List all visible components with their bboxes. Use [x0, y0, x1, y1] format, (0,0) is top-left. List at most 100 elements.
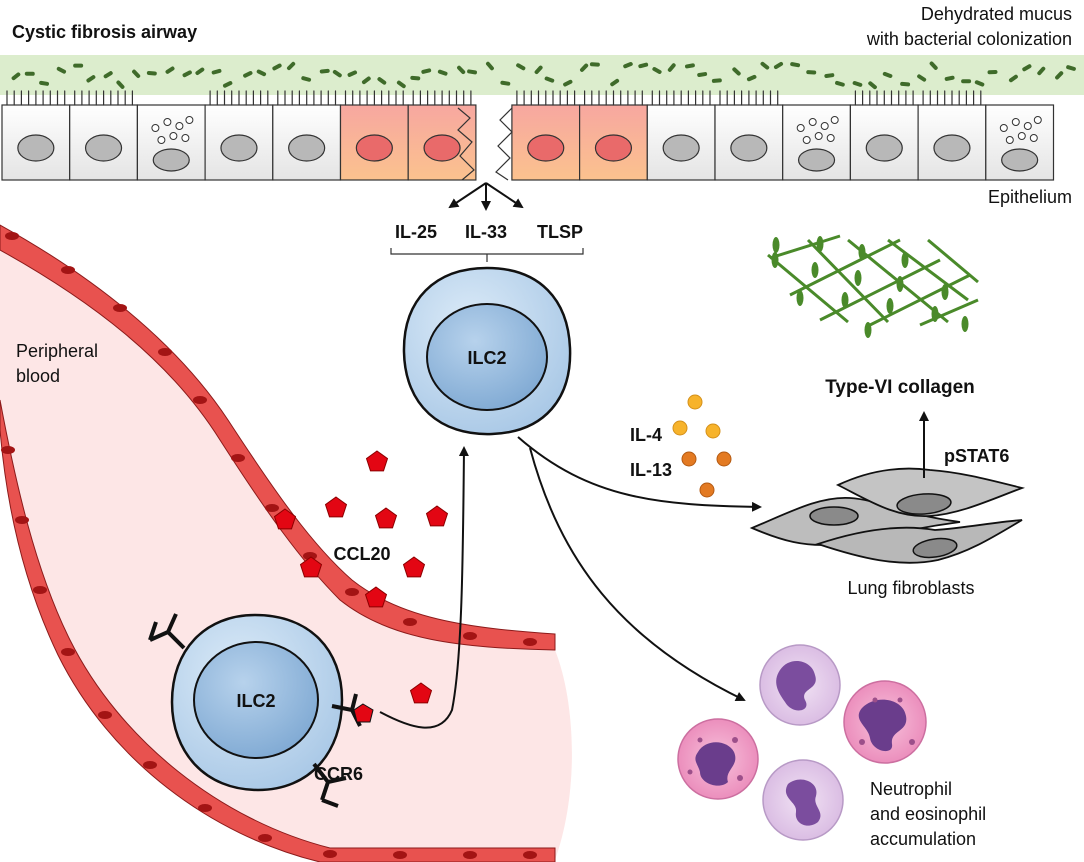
bacterium-icon — [589, 62, 600, 67]
il33-label: IL-33 — [465, 222, 507, 242]
collagen-label: Type-VI collagen — [825, 377, 975, 398]
endothelial-nucleus — [5, 232, 19, 240]
endothelial-nucleus — [231, 454, 245, 462]
endothelial-nucleus — [393, 851, 407, 859]
endothelial-nucleus — [143, 761, 157, 769]
fibroblast-group — [749, 467, 1026, 564]
il25-label: IL-25 — [395, 222, 437, 242]
bacterium-icon — [332, 69, 342, 78]
il13-label: IL-13 — [630, 460, 672, 480]
bacterium-icon — [652, 67, 662, 74]
endothelial-nucleus — [198, 804, 212, 812]
epithelial-cell-icon — [578, 90, 648, 181]
ccl20-chemokine-icon — [364, 586, 388, 608]
migration-arrow — [379, 446, 469, 729]
bacterium-icon — [1008, 74, 1018, 83]
bacterium-icon — [467, 69, 478, 75]
endothelial-nucleus — [33, 586, 47, 594]
bacterium-icon — [987, 69, 998, 75]
endothelial-nucleus — [98, 711, 112, 719]
epithelial-cell-icon — [917, 90, 987, 181]
endothelial-nucleus — [265, 504, 279, 512]
bacterium-icon — [377, 77, 387, 85]
bacterium-icon — [534, 65, 543, 75]
bacterium-icon — [103, 71, 113, 79]
endothelial-nucleus — [323, 850, 337, 858]
bacterium-icon — [319, 68, 330, 74]
ilc2-bottom-label: ILC2 — [236, 691, 275, 711]
bacterium-icon — [974, 80, 985, 87]
collagen-network-icon — [767, 234, 979, 338]
bacterium-icon — [917, 74, 927, 82]
endothelial-nucleus — [523, 638, 537, 646]
bacterium-icon — [56, 66, 67, 74]
fibroblasts-label: Lung fibroblasts — [847, 578, 974, 598]
ilc2-cell-top: ILC2 — [402, 266, 572, 436]
bacterium-icon — [500, 80, 511, 86]
bacterium-icon — [86, 75, 96, 83]
ccl20-chemokine-icon — [402, 556, 426, 578]
epithelial-cell-icon — [511, 90, 581, 181]
bacterium-icon — [516, 63, 526, 71]
eosinophil-icon — [843, 680, 927, 764]
bacterium-icon — [563, 79, 573, 87]
bacterium-icon — [773, 61, 784, 70]
blood-lumen — [0, 250, 572, 860]
ccl20-chemokine-icon — [425, 505, 449, 527]
cytokine-dot-icon — [687, 394, 703, 410]
epithelial-cell-icon — [849, 90, 919, 181]
ccl20-chemokine-icon — [273, 508, 297, 530]
bacterium-icon — [610, 78, 620, 87]
bacterium-icon — [790, 62, 801, 68]
bacterium-icon — [580, 63, 589, 72]
granulocytes-label-line3: accumulation — [870, 829, 976, 849]
neutrophil-icon — [759, 644, 841, 726]
endothelial-nucleus — [61, 648, 75, 656]
blood-label-line2: blood — [16, 366, 60, 386]
granulocyte-group — [677, 644, 927, 841]
bacterium-icon — [256, 69, 267, 77]
bacterium-icon — [485, 61, 494, 71]
bacterium-icon — [243, 71, 253, 78]
bacterium-icon — [272, 63, 282, 71]
ccl20-chemokines — [273, 450, 449, 704]
goblet-cell-icon — [782, 104, 852, 181]
blood-label-line1: Peripheral — [16, 341, 98, 361]
bacterium-icon — [1022, 64, 1032, 72]
bacterium-icon — [361, 76, 371, 85]
bacteria-group — [11, 61, 1076, 90]
bacterium-icon — [24, 71, 35, 76]
fibroblast-nucleus — [896, 493, 952, 515]
bacterium-icon — [396, 80, 406, 89]
bacterium-icon — [195, 67, 205, 76]
epithelial-cell-icon — [69, 90, 138, 181]
bacterium-icon — [421, 68, 432, 74]
ilc2-top-label: ILC2 — [467, 348, 506, 368]
bacterium-icon — [132, 69, 141, 78]
bacterium-icon — [182, 70, 192, 78]
epithelial-cell-icon — [714, 90, 784, 181]
airway-title: Cystic fibrosis airway — [12, 22, 197, 42]
bacterium-icon — [623, 62, 633, 69]
endothelial-nucleus — [403, 618, 417, 626]
bacterium-icon — [73, 63, 84, 68]
ilc2-nucleus — [426, 303, 548, 411]
fibroblast-nucleus — [912, 537, 958, 559]
cytokine-dot-icon — [681, 451, 697, 467]
goblet-cell-icon — [136, 104, 206, 181]
endothelial-nucleus — [113, 304, 127, 312]
bacterium-icon — [222, 81, 233, 88]
bacterium-icon — [1055, 71, 1064, 80]
bacterium-icon — [732, 67, 741, 76]
bacterium-icon — [961, 79, 972, 84]
pstat6-label: pSTAT6 — [944, 446, 1009, 466]
bacterium-icon — [852, 81, 863, 87]
bacterium-icon — [806, 70, 817, 75]
bacterium-icon — [697, 72, 708, 77]
cytokine-dot-icon — [672, 420, 688, 436]
mucus-label-line2: with bacterial colonization — [866, 29, 1072, 49]
eosinophil-icon — [677, 718, 759, 800]
endothelial-nucleus — [1, 446, 15, 454]
ccl20-chemokine-icon — [409, 682, 433, 704]
